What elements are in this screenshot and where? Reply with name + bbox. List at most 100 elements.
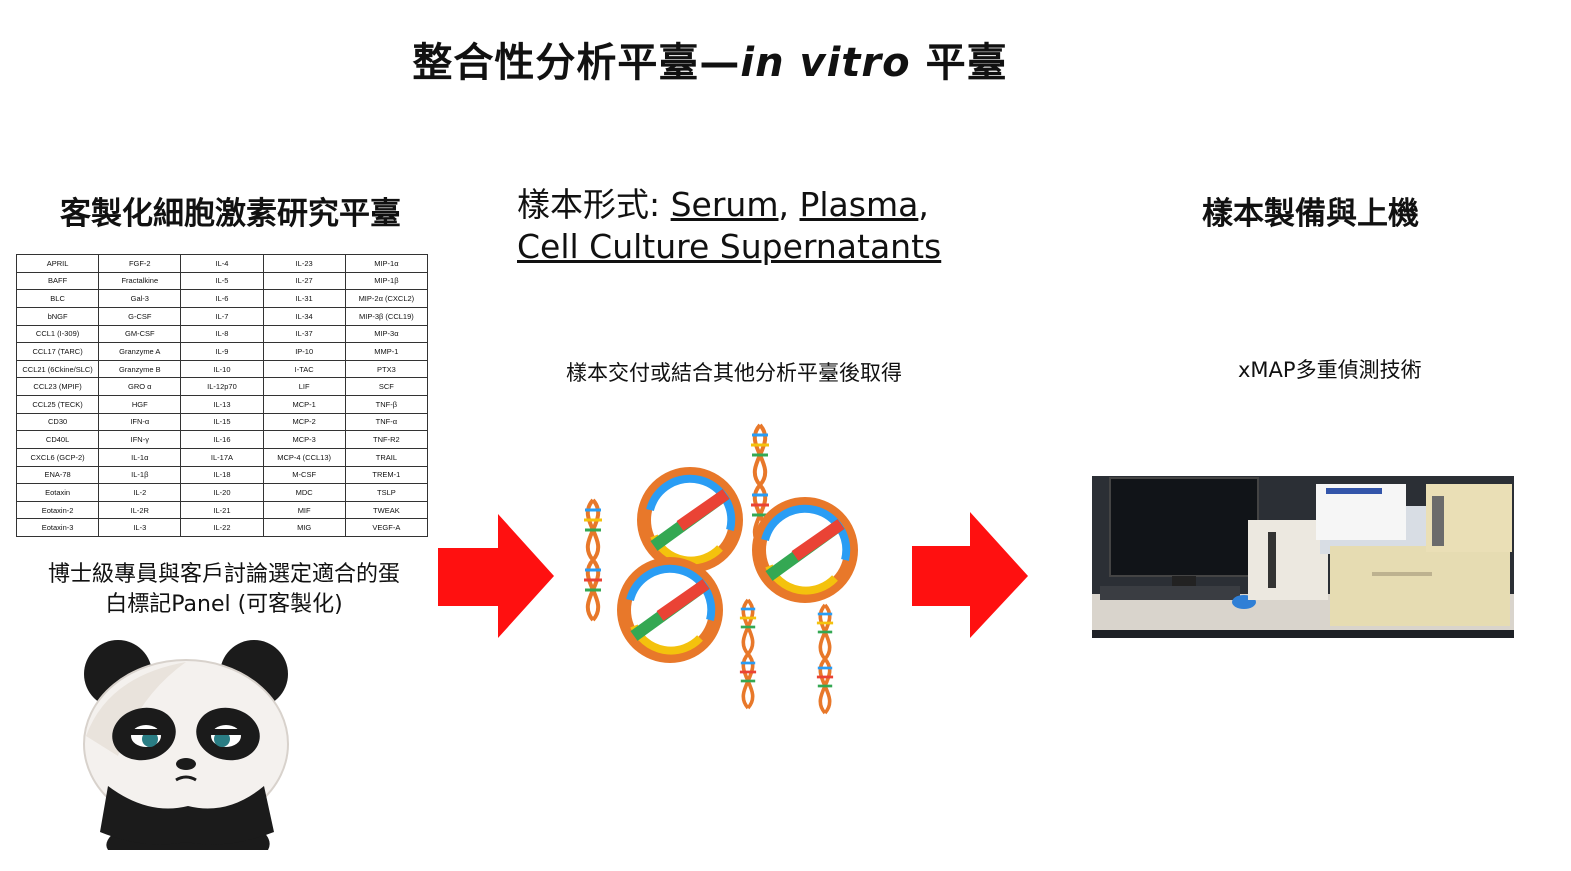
table-cell: MCP-1 xyxy=(262,395,346,414)
sample-prefix: 樣本形式: xyxy=(517,185,671,224)
table-cell: IL-17A xyxy=(180,447,264,467)
table-cell: HGF xyxy=(98,395,182,414)
table-cell: IL-34 xyxy=(262,306,346,326)
left-heading: 客製化細胞激素研究平臺 xyxy=(60,196,401,232)
table-cell: MIP-1β xyxy=(344,271,429,291)
table-cell: PTX3 xyxy=(344,359,429,379)
table-cell: IL-37 xyxy=(262,324,346,344)
table-cell: CCL21 (6Ckine/SLC) xyxy=(15,359,100,379)
table-cell: IL-9 xyxy=(180,342,264,361)
table-cell: IL-13 xyxy=(180,395,264,414)
table-cell: IL-2 xyxy=(98,483,182,502)
right-heading: 樣本製備與上機 xyxy=(1202,196,1419,232)
table-cell: MMP-1 xyxy=(344,342,429,361)
table-cell: MIP-2α (CXCL2) xyxy=(344,289,429,308)
table-cell: MIP-1α xyxy=(344,254,429,273)
table-cell: BAFF xyxy=(15,271,100,291)
table-cell: IL-4 xyxy=(180,254,264,273)
table-cell: IL-31 xyxy=(262,289,346,308)
table-cell: TRAIL xyxy=(344,447,429,467)
table-cell: IL-18 xyxy=(180,465,264,485)
middle-heading: 樣本形式: Serum, Plasma, Cell Culture Supern… xyxy=(517,184,941,268)
table-cell: CCL17 (TARC) xyxy=(15,342,100,361)
table-cell: GM-CSF xyxy=(98,324,182,344)
table-cell: MCP-3 xyxy=(262,430,346,449)
table-cell: IP-10 xyxy=(262,342,346,361)
sample-type-supernatants: Cell Culture Supernatants xyxy=(517,227,942,266)
lab-instrument-photo xyxy=(1092,476,1514,638)
table-cell: IL-27 xyxy=(262,271,346,291)
table-cell: CCL25 (TECK) xyxy=(15,395,100,414)
table-cell: ENA-78 xyxy=(15,465,100,485)
table-cell: IL-7 xyxy=(180,306,264,326)
middle-heading-line1: 樣本形式: Serum, Plasma, xyxy=(517,185,929,224)
table-cell: FGF-2 xyxy=(98,254,182,273)
table-cell: G-CSF xyxy=(98,306,182,326)
table-cell: I-TAC xyxy=(262,359,346,379)
table-cell: IL-1β xyxy=(98,465,182,485)
table-cell: TSLP xyxy=(344,483,429,502)
table-cell: IL-5 xyxy=(180,271,264,291)
table-cell: APRIL xyxy=(15,254,100,273)
table-cell: IL-8 xyxy=(180,324,264,344)
sample-type-serum: Serum xyxy=(670,185,779,224)
left-caption-line1: 博士級專員與客戶討論選定適合的蛋 xyxy=(47,562,400,587)
table-cell: M-CSF xyxy=(262,465,346,485)
table-cell: TNF-α xyxy=(344,412,429,432)
table-cell: Eotaxin-3 xyxy=(15,518,100,537)
table-cell: CD40L xyxy=(15,430,100,449)
table-cell: TREM-1 xyxy=(344,465,429,485)
table-cell: MDC xyxy=(262,483,346,502)
table-cell: Granzyme A xyxy=(98,342,182,361)
table-cell: Gal-3 xyxy=(98,289,182,308)
left-caption: 博士級專員與客戶討論選定適合的蛋 白標記Panel (可客製化) xyxy=(18,560,430,620)
dna-helix-icon xyxy=(582,423,875,715)
table-cell: CD30 xyxy=(15,412,100,432)
table-cell: IL-16 xyxy=(180,430,264,449)
table-cell: MIP-3β (CCL19) xyxy=(344,306,429,326)
table-cell: BLC xyxy=(15,289,100,308)
table-cell: Eotaxin xyxy=(15,483,100,502)
panda-icon xyxy=(83,640,289,850)
table-cell: TNF-β xyxy=(344,395,429,414)
table-cell: IL-15 xyxy=(180,412,264,432)
table-cell: MCP-4 (CCL13) xyxy=(262,447,346,467)
table-cell: SCF xyxy=(344,377,429,396)
table-cell: IL-20 xyxy=(180,483,264,502)
table-cell: MCP-2 xyxy=(262,412,346,432)
right-arrow-icon xyxy=(912,512,1028,638)
table-cell: IL-10 xyxy=(180,359,264,379)
sample-type-plasma: Plasma xyxy=(799,185,919,224)
title-main: 整合性分析平臺— xyxy=(412,40,741,86)
table-cell: TNF-R2 xyxy=(344,430,429,449)
right-caption: xMAP多重偵測技術 xyxy=(1238,358,1422,382)
table-cell: LIF xyxy=(262,377,346,396)
table-cell: IL-12p70 xyxy=(180,377,264,396)
table-cell: Eotaxin-2 xyxy=(15,500,100,520)
table-cell: IL-6 xyxy=(180,289,264,308)
table-cell: IL-23 xyxy=(262,254,346,273)
table-cell: CCL1 (I-309) xyxy=(15,324,100,344)
table-cell: Granzyme B xyxy=(98,359,182,379)
middle-caption: 樣本交付或結合其他分析平臺後取得 xyxy=(566,361,902,385)
table-cell: GRO α xyxy=(98,377,182,396)
table-cell: IL-21 xyxy=(180,500,264,520)
table-cell: IFN-α xyxy=(98,412,182,432)
table-cell: IL-22 xyxy=(180,518,264,537)
table-cell: MIF xyxy=(262,500,346,520)
left-caption-line2: 白標記Panel (可客製化) xyxy=(105,592,343,617)
table-cell: VEGF-A xyxy=(344,518,429,537)
